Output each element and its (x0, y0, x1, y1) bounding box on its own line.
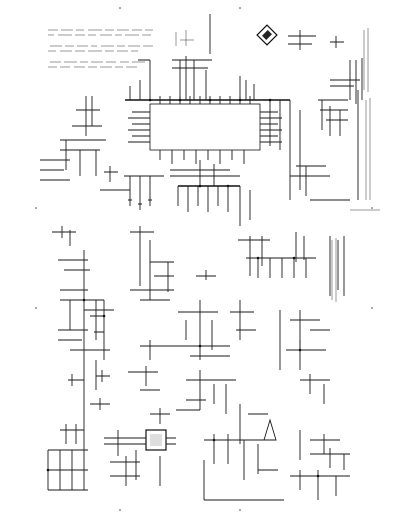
right-mid-circuit (230, 232, 345, 404)
junction-dots (46, 98, 320, 478)
top-right-connector (288, 30, 363, 104)
left-upper-circuit (40, 96, 130, 191)
bottom-left-connector (47, 424, 88, 491)
title-notes-block (48, 29, 194, 68)
right-edge-notes (331, 28, 380, 302)
diamond-logo (256, 24, 278, 46)
right-upper-circuit (289, 90, 359, 201)
center-mid-circuit (130, 226, 230, 360)
main-processor-section (124, 14, 290, 226)
bottom-right-circuit (203, 418, 350, 501)
bottom-center-ic (104, 429, 176, 486)
registration-marks (35, 7, 373, 511)
lower-center-circuit (128, 366, 268, 444)
